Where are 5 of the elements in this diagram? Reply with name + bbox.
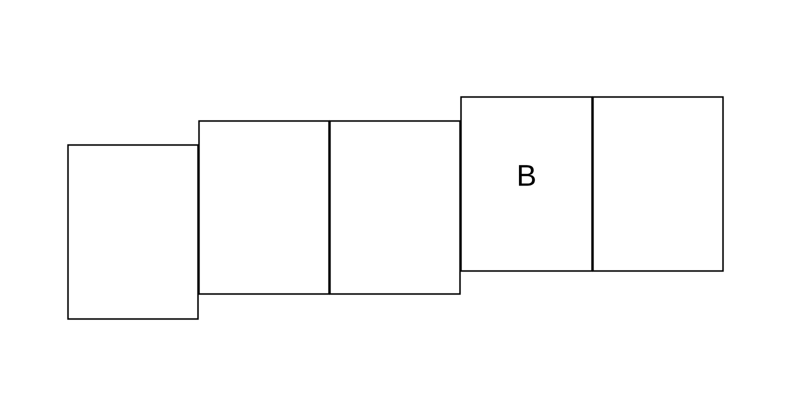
empty-box: [592, 96, 724, 272]
empty-box: [329, 120, 461, 295]
empty-box: [198, 120, 330, 295]
text-box: B: [460, 96, 593, 272]
empty-box: [67, 144, 199, 320]
